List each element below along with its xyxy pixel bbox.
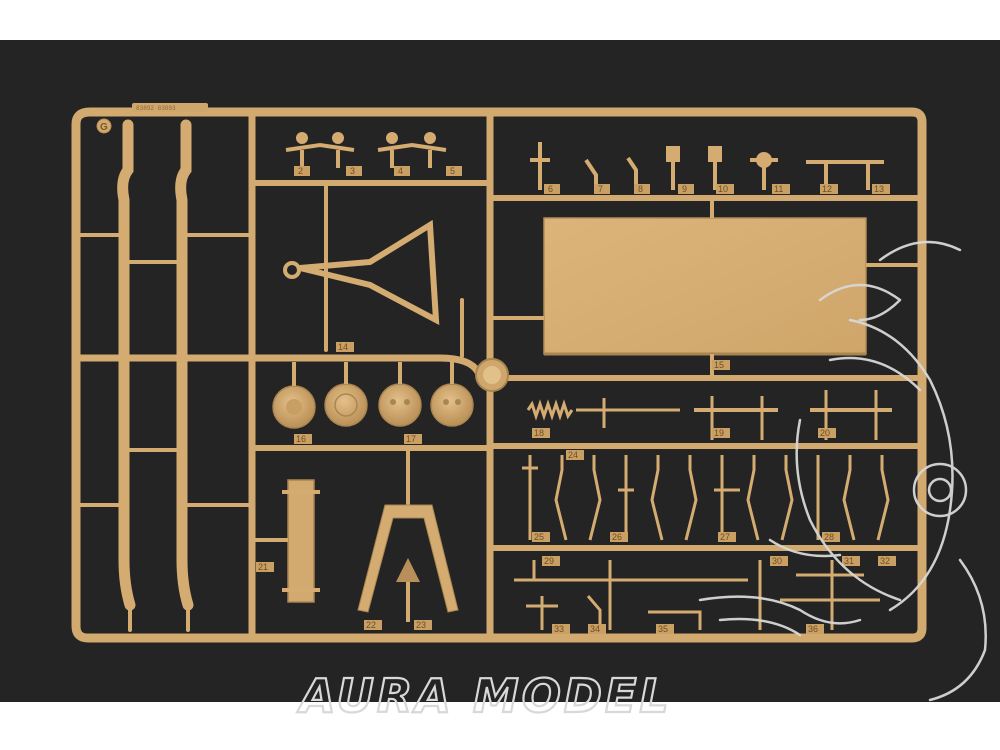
svg-text:8: 8 xyxy=(638,184,643,194)
svg-text:28: 28 xyxy=(824,532,834,542)
sprue-id-tab: 83892 83893 G xyxy=(96,103,208,134)
part-tag: 18 xyxy=(532,428,550,438)
svg-text:36: 36 xyxy=(808,624,818,634)
sprue-code-text: 83892 83893 xyxy=(136,105,176,112)
svg-text:26: 26 xyxy=(612,532,622,542)
part-tag: 35 xyxy=(656,624,674,634)
svg-text:31: 31 xyxy=(844,556,854,566)
part-tag: 21 xyxy=(256,562,274,572)
part-tag: 24 xyxy=(566,450,584,460)
part-tag: 8 xyxy=(634,184,650,194)
part-tag: 13 xyxy=(872,184,890,194)
part-tag: 27 xyxy=(718,532,736,542)
small-parts-top-left xyxy=(285,132,447,168)
part-tag: 19 xyxy=(712,428,730,438)
part-tag: 2 xyxy=(294,166,310,176)
svg-text:15: 15 xyxy=(714,360,724,370)
part-tag: 16 xyxy=(294,434,312,444)
wheel-parts xyxy=(272,362,474,429)
part-tag: 28 xyxy=(822,532,840,542)
part-tag: 6 xyxy=(544,184,560,194)
svg-text:32: 32 xyxy=(880,556,890,566)
part-tag: 26 xyxy=(610,532,628,542)
part-tag: 31 xyxy=(842,556,860,566)
part-tag: 36 xyxy=(806,624,824,634)
part-tag: 23 xyxy=(414,620,432,630)
part-tag: 9 xyxy=(678,184,694,194)
sprue-letter-text: G xyxy=(100,122,108,133)
svg-text:11: 11 xyxy=(774,184,783,194)
part-tag: 29 xyxy=(542,556,560,566)
svg-text:34: 34 xyxy=(590,624,600,634)
rod-parts xyxy=(514,560,880,630)
chassis-rails xyxy=(78,119,252,632)
part-tag: 14 xyxy=(336,342,354,352)
svg-text:16: 16 xyxy=(296,434,306,444)
svg-text:14: 14 xyxy=(338,342,348,352)
axle-frame-part xyxy=(254,479,320,603)
svg-text:4: 4 xyxy=(398,166,403,176)
svg-text:3: 3 xyxy=(350,166,355,176)
part-tag: 32 xyxy=(878,556,896,566)
part-tag: 20 xyxy=(818,428,836,438)
svg-text:10: 10 xyxy=(718,184,728,194)
part-tag: 22 xyxy=(364,620,382,630)
part-tag: 15 xyxy=(712,360,730,370)
part-tag: 33 xyxy=(552,624,570,634)
svg-text:25: 25 xyxy=(534,532,544,542)
part-tag: 7 xyxy=(594,184,610,194)
bottom-border xyxy=(0,702,1000,750)
svg-text:30: 30 xyxy=(772,556,782,566)
svg-text:7: 7 xyxy=(598,184,603,194)
top-border xyxy=(0,0,1000,40)
svg-text:18: 18 xyxy=(534,428,544,438)
a-frame-part xyxy=(357,504,459,622)
part-tag: 10 xyxy=(716,184,734,194)
watermark-text: AURA MODEL xyxy=(297,669,672,723)
part-tag: 3 xyxy=(346,166,362,176)
svg-text:12: 12 xyxy=(822,184,832,194)
svg-text:9: 9 xyxy=(682,184,687,194)
watermark-mascot xyxy=(698,240,987,702)
part-tag: 30 xyxy=(770,556,788,566)
sprue-hub xyxy=(475,358,509,392)
part-tag: 5 xyxy=(446,166,462,176)
svg-text:6: 6 xyxy=(548,184,553,194)
svg-text:29: 29 xyxy=(544,556,554,566)
part-tag: 34 xyxy=(588,624,606,634)
drawbar-part xyxy=(283,219,440,326)
part-tag: 17 xyxy=(404,434,422,444)
svg-text:33: 33 xyxy=(554,624,564,634)
svg-text:27: 27 xyxy=(720,532,730,542)
svg-text:22: 22 xyxy=(366,620,376,630)
svg-text:13: 13 xyxy=(874,184,884,194)
part-tag: 25 xyxy=(532,532,550,542)
part-tag: 12 xyxy=(820,184,838,194)
part-tag: 11 xyxy=(772,184,790,194)
svg-text:35: 35 xyxy=(658,624,668,634)
svg-text:19: 19 xyxy=(714,428,724,438)
lever-parts xyxy=(522,455,890,541)
svg-text:17: 17 xyxy=(406,434,416,444)
part-tag: 4 xyxy=(394,166,410,176)
svg-text:24: 24 xyxy=(568,450,578,460)
svg-text:20: 20 xyxy=(820,428,830,438)
part-number-tags: 2 3 4 5 6 7 8 9 10 11 12 13 14 15 16 17 … xyxy=(256,166,896,634)
svg-text:23: 23 xyxy=(416,620,426,630)
svg-text:5: 5 xyxy=(450,166,455,176)
cargo-bed-part xyxy=(492,200,918,376)
spring-parts xyxy=(526,390,892,440)
svg-text:21: 21 xyxy=(258,562,268,572)
small-parts-top-right xyxy=(530,142,884,190)
svg-text:2: 2 xyxy=(298,166,303,176)
